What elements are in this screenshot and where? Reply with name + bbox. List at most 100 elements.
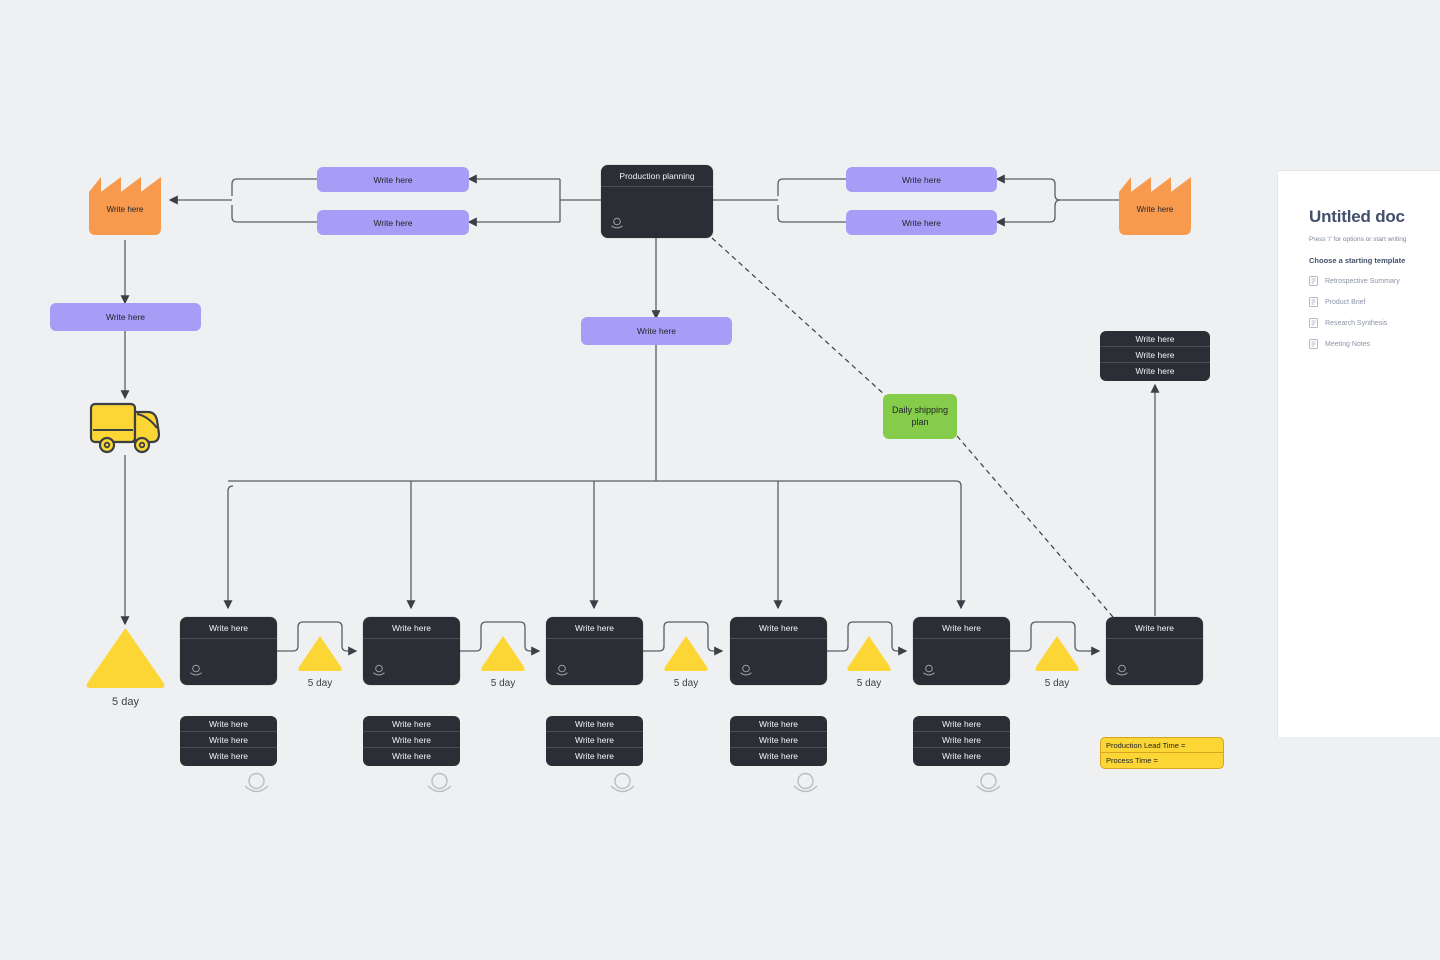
process-box-6-header: Write here [1106, 617, 1203, 639]
data-row: Write here [574, 751, 615, 761]
production-planning-title: Production planning [601, 165, 713, 187]
inventory-3-label: 5 day [673, 678, 699, 689]
inventory-triangle-3[interactable]: 5 day [662, 633, 710, 689]
inventory-triangle-icon [298, 636, 342, 671]
factory-icon [1119, 177, 1191, 235]
template-item-meeting-notes[interactable]: Meeting Notes [1309, 339, 1440, 349]
inventory-triangle-icon [1035, 636, 1079, 671]
daily-shipping-plan-label: Daily shipping plan [891, 405, 949, 427]
production-schedule-box[interactable]: Write here [581, 317, 732, 345]
operator-icon [373, 664, 385, 676]
doc-side-panel[interactable]: Untitled doc Press '/' for options or st… [1277, 170, 1440, 737]
operator-icon [556, 664, 568, 676]
lead-time-legend[interactable]: Production Lead Time = Process Time = [1100, 737, 1224, 769]
shipping-truck[interactable] [88, 398, 163, 456]
supplier-factory-left-label: Write here [106, 205, 144, 214]
daily-shipping-plan-box[interactable]: Daily shipping plan [883, 394, 957, 439]
inventory-5-label: 5 day [1044, 678, 1070, 689]
top-right-data-stack[interactable]: Write here Write here Write here [1100, 331, 1210, 381]
operator-circle-icon-3 [610, 772, 635, 793]
template-item-research-synthesis[interactable]: Research Synthesis [1309, 318, 1440, 328]
inventory-triangle-icon [847, 636, 891, 671]
info-box-left-1[interactable]: Write here [317, 167, 469, 192]
data-row: Write here [1135, 366, 1175, 376]
info-box-left-1-label: Write here [373, 174, 413, 185]
data-row: Write here [913, 716, 1010, 732]
data-row: Write here [180, 732, 277, 748]
process-box-1[interactable]: Write here [180, 617, 277, 685]
process-box-4-header: Write here [730, 617, 827, 639]
supplier-schedule-box[interactable]: Write here [50, 303, 201, 331]
operator-circle-icon-5 [976, 772, 1001, 793]
template-item-label: Meeting Notes [1325, 340, 1371, 348]
doc-choose-template-heading: Choose a starting template [1309, 256, 1406, 265]
inventory-1-label: 5 day [307, 678, 333, 689]
process-box-5[interactable]: Write here [913, 617, 1010, 685]
info-box-right-2-label: Write here [901, 217, 942, 228]
inventory-triangle-1[interactable]: 5 day [296, 633, 344, 689]
info-box-right-1[interactable]: Write here [846, 167, 997, 192]
inventory-triangle-4[interactable]: 5 day [845, 633, 893, 689]
operator-icon [740, 664, 752, 676]
process-box-3-header: Write here [546, 617, 643, 639]
dashed-flow-upper [711, 237, 887, 397]
doc-subtitle: Press '/' for options or start writing [1309, 236, 1407, 243]
inventory-4-label: 5 day [856, 678, 882, 689]
inventory-triangle-icon [664, 636, 708, 671]
data-row: Write here [730, 716, 827, 732]
supplier-factory-left[interactable]: Write here [87, 165, 163, 241]
template-item-label: Research Synthesis [1325, 319, 1388, 327]
customer-factory-right[interactable]: Write here [1117, 165, 1193, 241]
inventory-triangle-icon [481, 636, 525, 671]
info-box-left-2[interactable]: Write here [317, 210, 469, 235]
process-3-data-stack[interactable]: Write here Write here Write here [546, 716, 643, 766]
doc-template-icon [1309, 276, 1318, 286]
dashed-flow-lower [956, 435, 1114, 618]
process-box-4[interactable]: Write here [730, 617, 827, 685]
inventory-triangle-2[interactable]: 5 day [479, 633, 527, 689]
process-box-3[interactable]: Write here [546, 617, 643, 685]
data-row: Write here [758, 751, 799, 761]
template-item-product-brief[interactable]: Product Brief [1309, 297, 1440, 307]
inventory-triangle-icon [86, 628, 165, 688]
operator-circle-icon-1 [244, 772, 269, 793]
data-row: Write here [730, 732, 827, 748]
template-item-retrospective-summary[interactable]: Retrospective Summary [1309, 276, 1440, 286]
info-box-right-2[interactable]: Write here [846, 210, 997, 235]
data-row: Write here [941, 751, 982, 761]
process-box-2-header: Write here [363, 617, 460, 639]
template-item-label: Retrospective Summary [1325, 277, 1400, 285]
inventory-2-label: 5 day [490, 678, 516, 689]
legend-row-process-time: Process Time = [1106, 756, 1158, 765]
operator-circle-icon-2 [427, 772, 452, 793]
process-5-data-stack[interactable]: Write here Write here Write here [913, 716, 1010, 766]
data-row: Write here [913, 732, 1010, 748]
data-row: Write here [363, 716, 460, 732]
process-box-1-header: Write here [180, 617, 277, 639]
process-1-data-stack[interactable]: Write here Write here Write here [180, 716, 277, 766]
production-planning-box[interactable]: Production planning [601, 165, 713, 238]
operator-icon [923, 664, 935, 676]
process-2-data-stack[interactable]: Write here Write here Write here [363, 716, 460, 766]
inventory-triangle-5[interactable]: 5 day [1033, 633, 1081, 689]
legend-row-lead-time: Production Lead Time = [1101, 738, 1223, 753]
process-4-data-stack[interactable]: Write here Write here Write here [730, 716, 827, 766]
process-box-6[interactable]: Write here [1106, 617, 1203, 685]
data-row: Write here [363, 732, 460, 748]
operator-icon [190, 664, 202, 676]
supplier-schedule-label: Write here [105, 312, 146, 322]
truck-icon [89, 402, 161, 454]
operator-icon [1116, 664, 1128, 676]
shipping-inventory-triangle[interactable]: 5 day [83, 624, 168, 708]
shipping-inventory-label: 5 day [112, 696, 139, 708]
data-row: Write here [180, 716, 277, 732]
doc-template-icon [1309, 318, 1318, 328]
factory-icon [89, 177, 161, 235]
doc-title: Untitled doc [1309, 207, 1405, 226]
process-box-2[interactable]: Write here [363, 617, 460, 685]
info-box-left-2-label: Write here [373, 217, 413, 228]
info-box-right-1-label: Write here [901, 174, 942, 185]
operator-icon [611, 217, 623, 229]
